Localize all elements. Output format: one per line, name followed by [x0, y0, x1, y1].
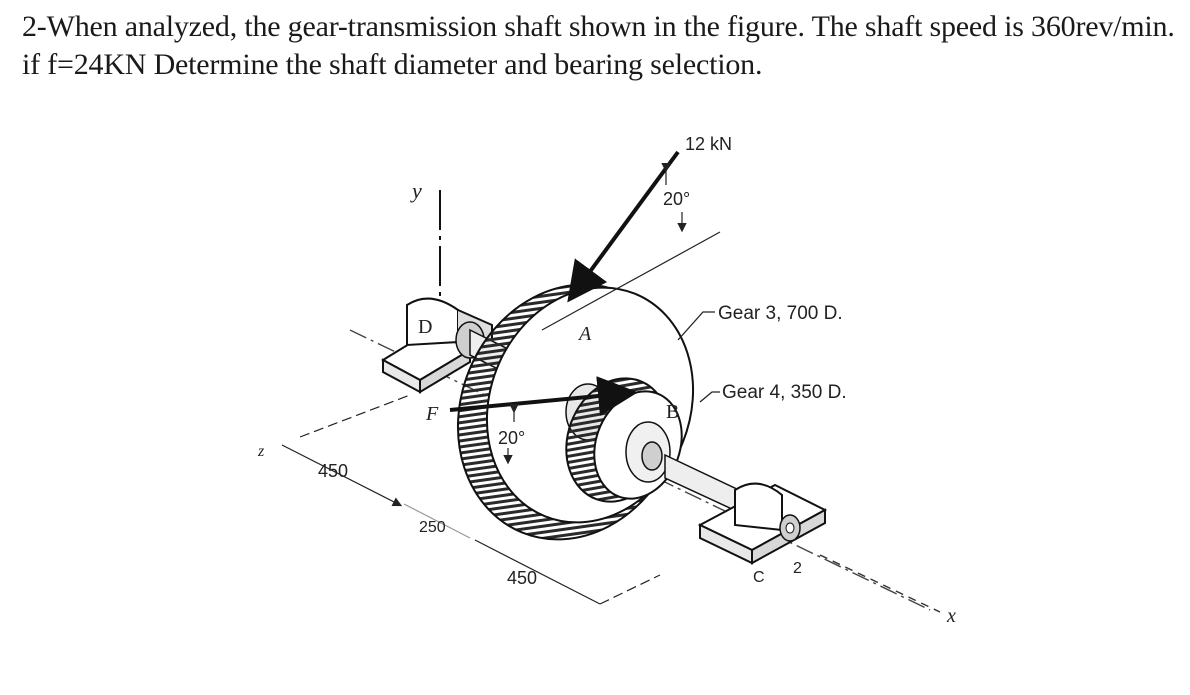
x-axis-label: x — [946, 605, 956, 627]
y-axis-label: y — [410, 178, 422, 203]
gear4-label: Gear 4, 350 D. — [722, 382, 847, 403]
force-label-12kn: 12 kN — [685, 134, 732, 154]
dim-250: 250 — [419, 519, 446, 536]
point-f-label: F — [425, 403, 439, 425]
force-arrow-12kn — [567, 150, 680, 303]
gear3-label: Gear 3, 700 D. — [718, 303, 843, 324]
gear3-leader — [677, 311, 715, 341]
point-c-label: C — [753, 569, 765, 586]
dim-line-250 — [403, 503, 471, 539]
dim-2: 2 — [793, 560, 802, 577]
dim-line-bottom-ext — [599, 574, 661, 605]
dim-450-bottom: 450 — [507, 568, 537, 588]
point-d-label: D — [418, 316, 432, 338]
gear4-leader — [699, 391, 720, 403]
dim-line-left — [299, 394, 411, 438]
point-b-label: B — [666, 401, 679, 423]
z-axis-label: z — [257, 443, 265, 460]
angle-label-left: 20° — [498, 428, 525, 448]
dim-450-left: 450 — [318, 461, 348, 481]
dim-line-450-bottom — [474, 539, 601, 605]
point-a-label: A — [577, 323, 592, 345]
problem-line-2: if f=24KN Determine the shaft diameter a… — [22, 48, 763, 81]
angle-label-top: 20° — [663, 189, 690, 209]
bearing-c — [697, 482, 828, 565]
dim-line-450-left — [281, 444, 403, 507]
bearing-d — [380, 297, 493, 394]
x-axis-line — [819, 554, 941, 613]
angle-ref-line-top — [541, 231, 721, 331]
problem-line-1: 2-When analyzed, the gear-transmission s… — [22, 10, 1175, 43]
problem-statement: 2-When analyzed, the gear-transmission s… — [22, 8, 1175, 84]
force-arrow-f — [449, 376, 638, 416]
gear-3 — [456, 283, 695, 541]
gear-4 — [565, 377, 683, 503]
